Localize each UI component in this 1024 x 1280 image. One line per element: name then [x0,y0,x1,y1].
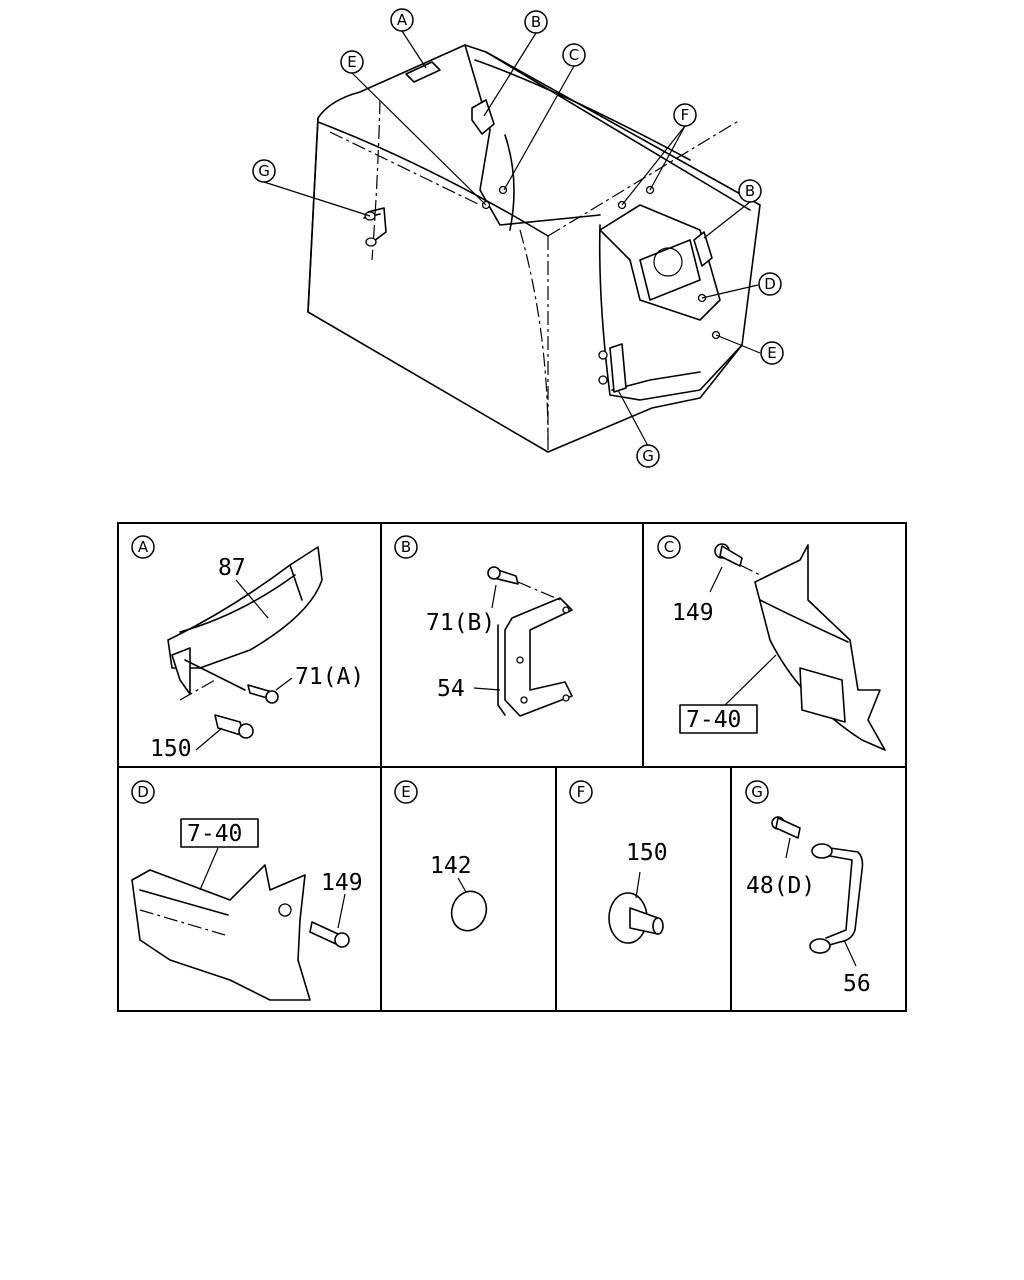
panel-D-letter: D [131,780,155,804]
svg-text:D: D [137,783,149,801]
panel-A-letter: A [131,535,155,559]
svg-text:E: E [347,53,356,71]
label-7-40-D: 7-40 [187,821,242,847]
svg-text:E: E [401,783,410,801]
svg-text:D: D [764,275,776,293]
svg-text:A: A [397,11,408,29]
callout-E: E [340,50,364,74]
callout-E-right: E [760,341,784,365]
label-48D: 48(D) [746,873,815,899]
label-71A: 71(A) [295,664,364,690]
callout-A: A [390,8,414,32]
panel-E: E 142 [394,780,488,932]
panel-F: F 150 [569,780,668,944]
panel-B-letter: B [394,535,418,559]
label-142: 142 [430,853,472,879]
panel-C-letter: C [657,535,681,559]
label-149-D: 149 [321,870,363,896]
cab-overview: A B C E F B D E G G [252,8,784,468]
callout-B-right: B [738,179,762,203]
svg-text:B: B [745,182,755,200]
callout-C: C [562,43,586,67]
panel-C: C 149 7-40 [657,535,886,751]
callout-D: D [758,272,782,296]
svg-text:C: C [664,538,674,556]
svg-text:G: G [642,447,654,465]
panel-G-letter: G [745,780,769,804]
panel-D: D 7-40 149 [131,780,363,1001]
callout-G-left: G [252,159,276,183]
svg-text:B: B [401,538,411,556]
svg-text:A: A [138,538,149,556]
label-54: 54 [437,676,465,702]
panel-F-letter: F [569,780,593,804]
panel-E-letter: E [394,780,418,804]
label-87: 87 [218,555,246,581]
svg-text:F: F [577,783,586,801]
svg-text:C: C [569,46,579,64]
callout-F: F [673,103,697,127]
svg-text:G: G [258,162,270,180]
svg-text:F: F [681,106,690,124]
label-149-C: 149 [672,600,714,626]
callout-B: B [524,10,548,34]
panel-G: G 48(D) 56 [745,780,871,997]
svg-text:B: B [531,13,541,31]
label-7-40-C: 7-40 [686,707,741,733]
label-150-A: 150 [150,736,192,762]
label-150-F: 150 [626,840,668,866]
detail-grid [117,522,907,1012]
panel-A: A 87 71(A) 150 [131,535,364,762]
label-56: 56 [843,971,871,997]
label-71B: 71(B) [426,610,495,636]
panel-B: B 71(B) 54 [394,535,573,717]
svg-text:G: G [751,783,763,801]
callout-G-right: G [636,444,660,468]
svg-text:E: E [767,344,776,362]
